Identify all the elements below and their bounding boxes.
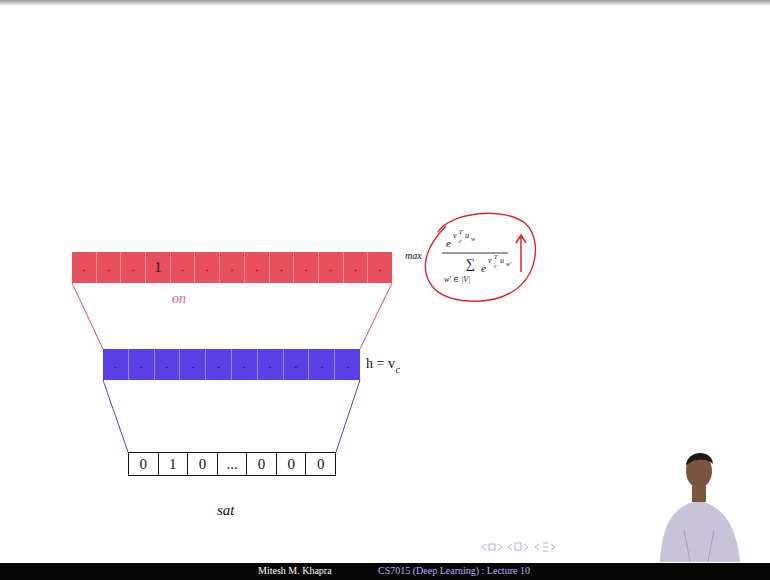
hidden-cell: . (283, 349, 309, 380)
output-cell: . (219, 252, 244, 283)
cell-value: . (320, 359, 323, 370)
hidden-cell: . (154, 349, 180, 380)
cell-value: . (329, 262, 332, 273)
output-cell: . (96, 252, 121, 283)
hidden-cell: . (128, 349, 154, 380)
cell-value: 0 (258, 457, 266, 472)
input-vector: 010...000sat (128, 452, 336, 476)
one-hot-cell: 1 (158, 453, 188, 475)
connector-line (360, 283, 392, 349)
one-hot-cell: ... (217, 453, 247, 475)
hidden-cell: . (179, 349, 205, 380)
formula-text: v (453, 232, 457, 240)
one-hot-cell: 0 (187, 453, 217, 475)
cell-value: . (191, 359, 194, 370)
output-cell: . (194, 252, 219, 283)
subscript: c (395, 365, 399, 375)
hidden-cell: . (334, 349, 360, 380)
one-hot-cell: 0 (129, 453, 158, 475)
output-cell: . (72, 252, 96, 283)
output-cell: . (170, 252, 195, 283)
cell-value: . (346, 359, 349, 370)
output-cell: . (367, 252, 392, 283)
output-cell: . (244, 252, 269, 283)
formula-text: c (459, 238, 462, 244)
cell-value: 1 (169, 457, 177, 472)
footer-band (0, 563, 770, 580)
cell-value: . (217, 359, 220, 370)
top-rule (0, 0, 770, 6)
cell-value: . (269, 359, 272, 370)
output-cell: . (293, 252, 318, 283)
presenter-figure (660, 453, 740, 562)
cell-value: . (255, 262, 258, 273)
one-hot-cell: 0 (246, 453, 276, 475)
output-cell: . (343, 252, 368, 283)
hidden-layer: ..........h = vc (103, 349, 360, 380)
cell-value: . (132, 262, 135, 273)
formula-text: u (500, 257, 504, 265)
output-cell: . (269, 252, 294, 283)
hidden-cell: . (103, 349, 128, 380)
formula-text: u (465, 232, 469, 240)
output-cell: 1 (145, 252, 170, 283)
connector-line (72, 283, 103, 349)
formula-text: T (459, 229, 462, 235)
cell-value: . (231, 262, 234, 273)
output-cell: . (318, 252, 343, 283)
formula-text: max (405, 251, 422, 261)
cell-value: 0 (140, 457, 148, 472)
cell-value: . (114, 359, 117, 370)
hidden-label: h = v (366, 357, 395, 371)
cell-value: 1 (154, 260, 162, 275)
footer-course: CS7015 (Deep Learning) : Lecture 10 (378, 566, 530, 576)
formula-text: w′ ∈ |V| (444, 276, 470, 284)
cell-value: . (243, 359, 246, 370)
nav-symbols (482, 543, 555, 551)
cell-value: . (82, 262, 85, 273)
formula-text: e (481, 263, 486, 274)
formula-text: v (488, 257, 492, 265)
formula-text: e (446, 238, 451, 249)
hidden-cell: . (231, 349, 257, 380)
cell-value: 0 (287, 457, 295, 472)
hand-arrow (516, 235, 526, 272)
hidden-cell: . (205, 349, 231, 380)
hidden-cell: . (257, 349, 283, 380)
cell-value: . (379, 262, 382, 273)
cell-value: 0 (317, 457, 325, 472)
cell-value: . (166, 359, 169, 370)
fraction-bar (442, 253, 508, 254)
one-hot-cell: 0 (276, 453, 306, 475)
cell-value: . (181, 262, 184, 273)
cell-value: . (206, 262, 209, 273)
formula-text: T (494, 254, 497, 260)
one-hot-cell: 0 (305, 453, 335, 475)
formula-text: w′ (506, 261, 511, 267)
word-label: on (172, 292, 186, 306)
formula-text: w (471, 236, 475, 242)
output-layer: ...1.........on (72, 252, 392, 283)
cell-value: ... (226, 457, 237, 472)
cell-value: . (107, 262, 110, 273)
cell-value: . (305, 262, 308, 273)
footer-author: Mitesh M. Khapra (258, 566, 332, 576)
cell-value: . (280, 262, 283, 273)
cell-value: . (354, 262, 357, 273)
formula-text: ∑ (466, 257, 475, 270)
cell-value: 0 (199, 457, 207, 472)
hidden-cell: . (308, 349, 334, 380)
formula-text: c (494, 263, 497, 269)
word-label: sat (217, 503, 235, 518)
output-cell: . (120, 252, 145, 283)
cell-value: . (295, 359, 298, 370)
connector-line (103, 380, 128, 452)
connector-line (336, 380, 360, 452)
hand-circle (425, 213, 535, 301)
cell-value: . (140, 359, 143, 370)
